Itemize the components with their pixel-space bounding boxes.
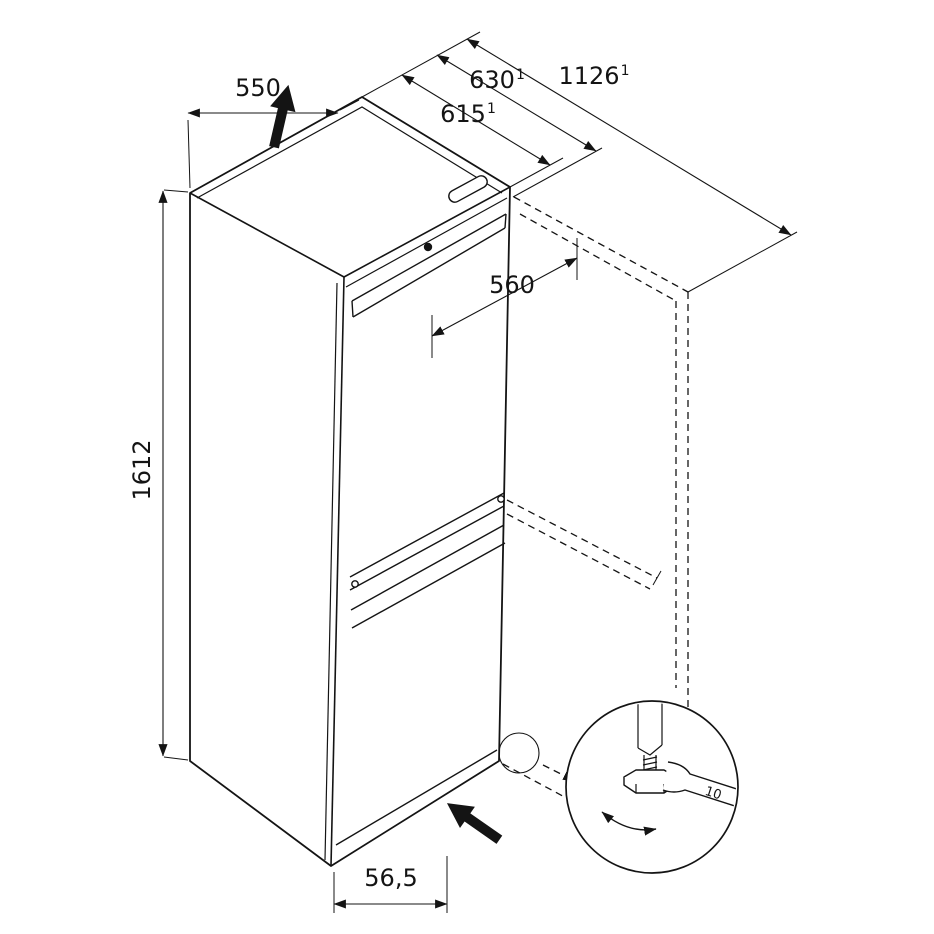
foot-locator	[498, 732, 576, 782]
cabinet-corner	[637, 703, 663, 756]
fridge-lower-door	[335, 492, 506, 846]
dim-560-label: 560	[489, 271, 535, 299]
wrench-size-label: 10	[703, 784, 723, 803]
adjustable-foot	[623, 755, 677, 794]
door-lock-dot	[423, 242, 433, 252]
dim-1126-label: 11261	[559, 62, 630, 90]
dimension-depths: 6151 6301 11261	[361, 31, 798, 293]
wrench: 10	[662, 761, 736, 808]
fridge-body	[189, 96, 511, 867]
dimension-560: 560	[431, 238, 578, 358]
locator-circle	[498, 732, 540, 774]
detail-callout: 10	[565, 700, 739, 874]
dimension-1612: 1612	[128, 189, 189, 761]
hinge-pin-left	[351, 580, 359, 588]
dimension-550: 550	[187, 74, 360, 189]
dim-550-label: 550	[235, 74, 281, 102]
hinge-pin-right	[497, 495, 505, 503]
dim-56-5-label: 56,5	[364, 864, 417, 892]
dimension-56-5: 56,5	[333, 856, 448, 913]
plinth-line	[335, 749, 498, 846]
dim-630-label: 6301	[469, 66, 525, 94]
dim-615-label: 6151	[440, 100, 496, 128]
direction-arrow-up	[269, 84, 296, 149]
dim-1612-label: 1612	[128, 439, 156, 500]
direction-arrow-push	[446, 803, 503, 844]
rotation-arrow-icon	[601, 811, 657, 836]
